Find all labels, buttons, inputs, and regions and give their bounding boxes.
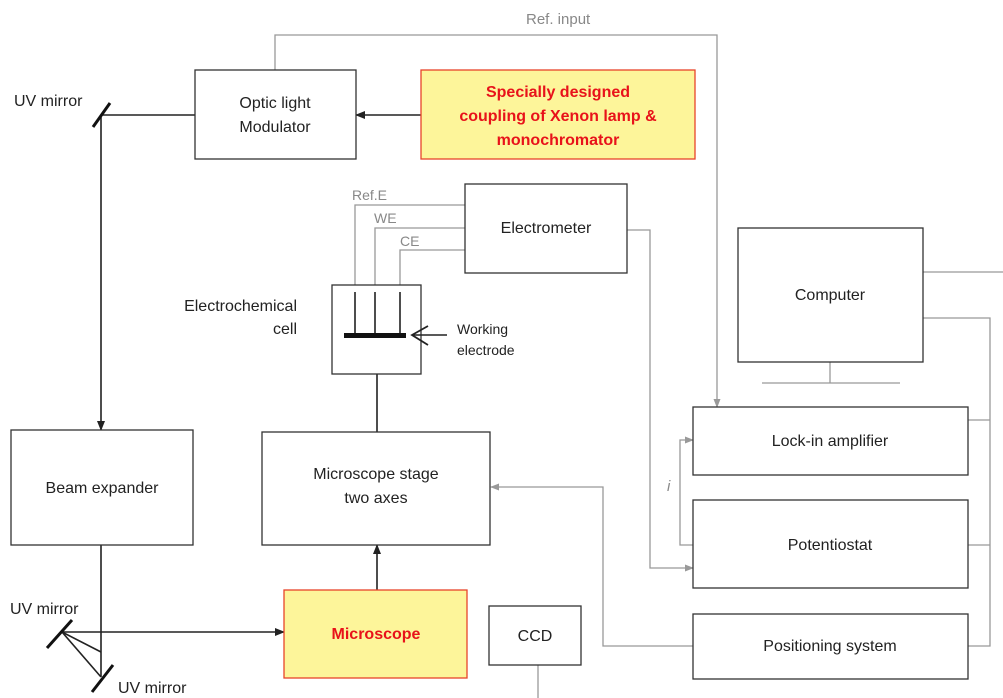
microscope-stage-box <box>261 431 491 546</box>
ce-label: CE <box>400 233 419 249</box>
uv-mirror-bottom-icon <box>90 664 115 693</box>
ref-e-wire <box>354 204 465 292</box>
potentiostat-box <box>692 499 969 589</box>
lockin-amplifier-label: Lock-in amplifier <box>772 433 889 450</box>
positioning-system-label: Positioning system <box>763 638 896 655</box>
potentiostat-label: Potentiostat <box>788 537 873 554</box>
uv-mirror-top-icon <box>91 102 112 128</box>
electrochemical-cell-label-1: Electrochemical <box>184 298 297 315</box>
electrometer-to-potentiostat-line <box>627 229 694 572</box>
microscope-stage-label-1: Microscope stage <box>313 466 438 483</box>
computer-label: Computer <box>795 287 866 304</box>
computer-bus-main <box>923 317 991 647</box>
ref-e-label: Ref.E <box>352 187 387 203</box>
uv-mirror-left-icon <box>45 619 74 649</box>
optic-modulator-label-1: Optic light <box>239 95 311 112</box>
microscope-stage-label-2: two axes <box>344 490 407 507</box>
electrochemical-cell-label-2: cell <box>273 321 297 338</box>
optic-modulator-box <box>194 69 357 160</box>
ce-wire <box>399 249 465 292</box>
xenon-label-2: coupling of Xenon lamp & <box>459 108 657 125</box>
xenon-coupling-box <box>420 69 696 160</box>
positioning-to-stage-line <box>490 483 693 647</box>
current-symbol-label: i <box>667 478 671 495</box>
electrometer-label: Electrometer <box>501 220 592 237</box>
current-feedback-line <box>679 436 694 546</box>
ccd-label: CCD <box>518 628 553 645</box>
electrometer-box <box>464 183 628 274</box>
ref-input-line <box>274 34 721 408</box>
working-electrode-label-2: electrode <box>457 342 515 358</box>
positioning-system-box <box>692 613 969 680</box>
mirror-reflect-line-b <box>61 631 102 653</box>
working-electrode-plate <box>344 333 406 338</box>
mirror-reflect-line-a <box>61 631 102 678</box>
ref-input-label: Ref. input <box>526 11 591 28</box>
xenon-label-1: Specially designed <box>486 84 630 101</box>
beam-expander-box <box>10 429 194 546</box>
microscope-box <box>283 589 468 679</box>
we-label: WE <box>374 210 397 226</box>
ccd-box <box>488 605 582 666</box>
microscope-label: Microscope <box>332 626 421 643</box>
electrochemical-cell-box <box>331 284 422 375</box>
lockin-amplifier-box <box>692 406 969 476</box>
optic-modulator-label-2: Modulator <box>239 119 311 136</box>
uv-mirror-bottom-label: UV mirror <box>118 680 187 697</box>
computer-box <box>737 227 924 363</box>
uv-mirror-top-label: UV mirror <box>14 93 83 110</box>
beam-expander-label: Beam expander <box>46 480 160 497</box>
xenon-label-3: monochromator <box>497 132 620 149</box>
working-electrode-label-1: Working <box>457 321 508 337</box>
we-wire <box>374 227 465 292</box>
uv-mirror-left-label: UV mirror <box>10 601 79 618</box>
